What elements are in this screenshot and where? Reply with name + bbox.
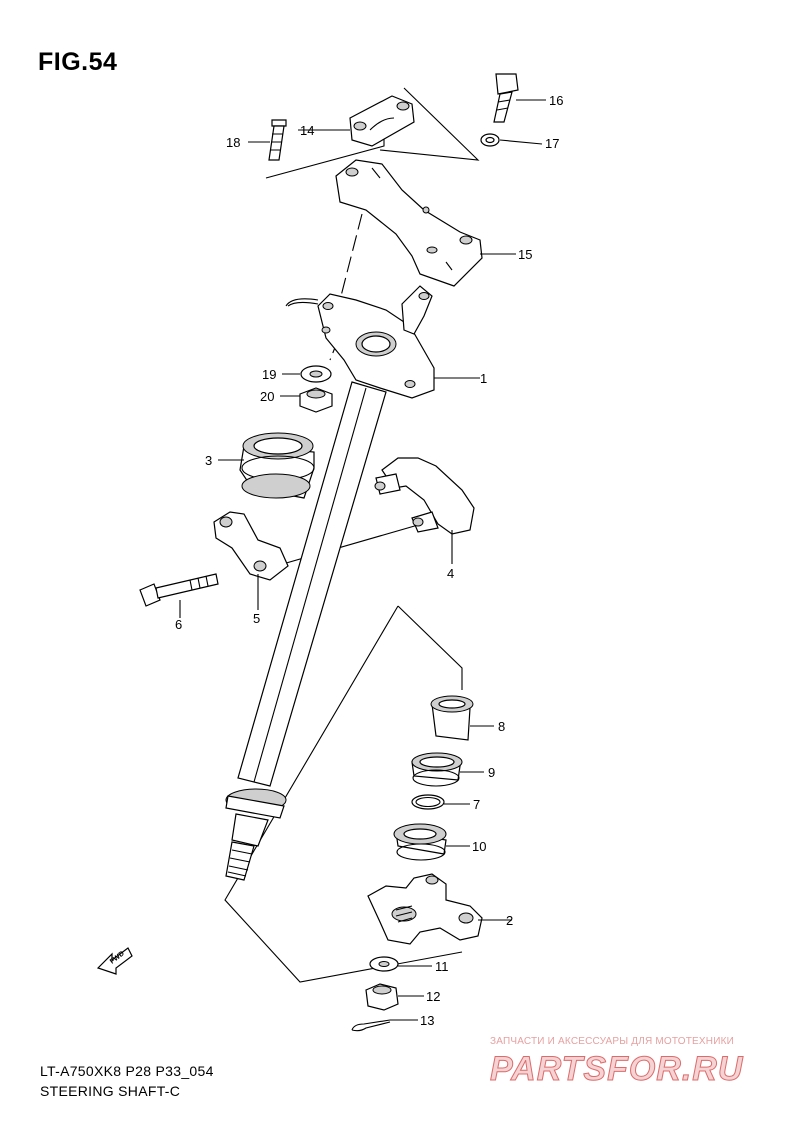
part-16-bolt xyxy=(493,73,519,123)
callout-18: 18 xyxy=(226,135,240,150)
part-1-steering-shaft xyxy=(225,285,435,881)
part-6-bolt xyxy=(139,573,219,607)
callout-7: 7 xyxy=(473,797,480,812)
callout-8: 8 xyxy=(498,719,505,734)
callout-9: 9 xyxy=(488,765,495,780)
part-20-nut xyxy=(299,387,333,413)
watermark-brand-logo: PARTSFOR.RU xyxy=(489,1050,744,1089)
figure-title: FIG.54 xyxy=(38,48,118,76)
diagram-subtitle: STEERING SHAFT-C xyxy=(40,1083,181,1099)
callout-5: 5 xyxy=(253,611,260,626)
fwd-arrow-icon: FWD xyxy=(96,947,133,975)
part-12-nut xyxy=(365,983,399,1011)
part-19-washer xyxy=(300,365,332,383)
callout-19: 19 xyxy=(262,367,276,382)
part-10-bearing xyxy=(393,823,447,861)
callout-20: 20 xyxy=(260,389,274,404)
part-7-o-ring xyxy=(411,794,445,810)
part-3-bush xyxy=(239,432,315,499)
part-4-shaft-holder xyxy=(374,457,475,535)
callout-4: 4 xyxy=(447,566,454,581)
part-14-handlebar-holder-upper xyxy=(349,95,415,147)
model-code: LT-A750XK8 P28 P33_054 xyxy=(40,1063,214,1079)
callout-14: 14 xyxy=(300,123,314,138)
callout-1: 1 xyxy=(480,371,487,386)
callout-2: 2 xyxy=(506,913,513,928)
part-18-bolt xyxy=(268,119,287,161)
part-8-bushing xyxy=(430,695,474,741)
callout-6: 6 xyxy=(175,617,182,632)
callout-12: 12 xyxy=(426,989,440,1004)
callout-10: 10 xyxy=(472,839,486,854)
part-9-oil-seal xyxy=(411,752,463,787)
leader-lines xyxy=(179,99,546,1021)
part-17-lock-washer xyxy=(480,133,500,147)
callout-3: 3 xyxy=(205,453,212,468)
callout-17: 17 xyxy=(545,136,559,151)
callout-15: 15 xyxy=(518,247,532,262)
part-13-cotter-pin xyxy=(351,1019,391,1032)
callout-13: 13 xyxy=(420,1013,434,1028)
callout-16: 16 xyxy=(549,93,563,108)
part-2-steering-arm xyxy=(367,873,483,945)
part-5-clamp xyxy=(213,511,289,581)
watermark-tagline: ЗАПЧАСТИ И АКСЕССУАРЫ ДЛЯ МОТОТЕХНИКИ xyxy=(490,1036,735,1047)
callout-11: 11 xyxy=(435,959,449,974)
part-11-washer xyxy=(369,956,399,972)
callout-labels: 1 2 3 4 5 6 7 8 9 10 11 12 13 14 15 16 1… xyxy=(175,93,563,1028)
part-15-handlebar-holder-lower xyxy=(335,159,483,287)
